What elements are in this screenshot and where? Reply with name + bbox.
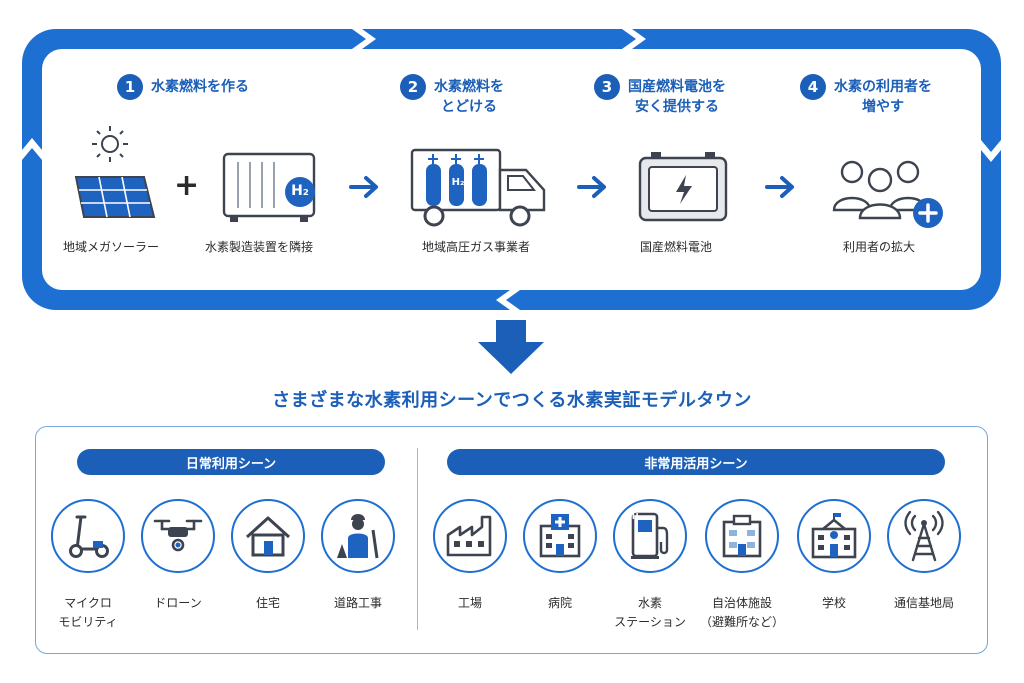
item-label-solar: 地域メガソーラー (63, 240, 160, 254)
item-label-generator: 水素製造装置を隣接 (205, 240, 314, 254)
hydrogen-generator-icon (222, 152, 316, 222)
scene-label-hydrogen-station: 水素 ステーション (614, 596, 686, 629)
item-label-fuel-cell: 国産燃料電池 (640, 240, 713, 254)
plus-symbol: + (174, 168, 200, 203)
step-1-title: 水素燃料を作る (151, 79, 249, 95)
factory-icon (446, 515, 492, 557)
radio-tower-icon (904, 510, 944, 562)
house-icon (245, 516, 291, 557)
municipal-building-icon (722, 514, 762, 558)
step-3-title: 国産燃料電池を 安く提供する (628, 79, 726, 115)
scene-hospital (523, 499, 597, 573)
scene-municipal-facility (705, 499, 779, 573)
h2-badge: H₂ (291, 183, 309, 199)
step-2-number: 2 (400, 74, 426, 100)
section-divider (417, 448, 418, 630)
scene-house (231, 499, 305, 573)
fuel-cell-battery-icon (638, 152, 728, 222)
solar-panel-icon (74, 126, 156, 218)
scene-label-municipal-facility: 自治体施設 （避難所など） (699, 596, 784, 629)
sun-icon (92, 126, 128, 162)
step-1: 1 水素燃料を作る (117, 74, 249, 100)
scooter-icon (69, 515, 109, 558)
item-label-gas-supplier: 地域高圧ガス事業者 (422, 240, 531, 254)
step-4: 4 水素の利用者を 増やす (800, 74, 932, 117)
scene-drone (141, 499, 215, 573)
step-2: 2 水素燃料を とどける (400, 74, 504, 117)
scene-factory (433, 499, 507, 573)
h2-badge: H₂ (451, 177, 465, 188)
scene-road-work (321, 499, 395, 573)
scene-label-hospital: 病院 (547, 596, 572, 610)
item-label-users: 利用者の拡大 (843, 240, 916, 254)
step-2-title: 水素燃料を とどける (434, 79, 504, 115)
arrow-right-icon (765, 176, 794, 198)
hospital-icon (539, 514, 581, 558)
down-arrow-icon (478, 320, 544, 374)
step-3: 3 国産燃料電池を 安く提供する (594, 74, 726, 117)
users-plus-icon (832, 160, 943, 228)
emergency-scenes-header: 非常用活用シーン (447, 449, 945, 475)
scene-label-house: 住宅 (255, 596, 280, 610)
scene-label-road-work: 道路工事 (333, 596, 382, 610)
scene-label-cell-tower: 通信基地局 (893, 596, 954, 610)
daily-scenes-header: 日常利用シーン (77, 449, 385, 475)
scene-label-factory: 工場 (457, 596, 482, 610)
arrow-right-icon (577, 176, 606, 198)
model-town-title: さまざまな水素利用シーンでつくる水素実証モデルタウン (272, 390, 752, 411)
step-4-number: 4 (800, 74, 826, 100)
scene-school (797, 499, 871, 573)
scene-label-micro-mobility: マイクロ モビリティ (58, 596, 118, 629)
drone-icon (153, 519, 203, 552)
step-1-number: 1 (117, 74, 143, 100)
hydrogen-station-icon (631, 512, 669, 559)
h2-badge: H₂ (631, 512, 643, 521)
road-worker-icon (337, 514, 379, 559)
scene-label-school: 学校 (821, 596, 846, 610)
hydrogen-truck-icon (410, 148, 546, 227)
scene-hydrogen-station (613, 499, 687, 573)
step-3-number: 3 (594, 74, 620, 100)
scene-micro-mobility (51, 499, 125, 573)
step-4-title: 水素の利用者を 増やす (834, 79, 932, 115)
arrow-right-icon (349, 176, 378, 198)
scene-cell-tower (887, 499, 961, 573)
scene-label-drone: ドローン (154, 596, 202, 610)
school-icon (811, 513, 857, 559)
